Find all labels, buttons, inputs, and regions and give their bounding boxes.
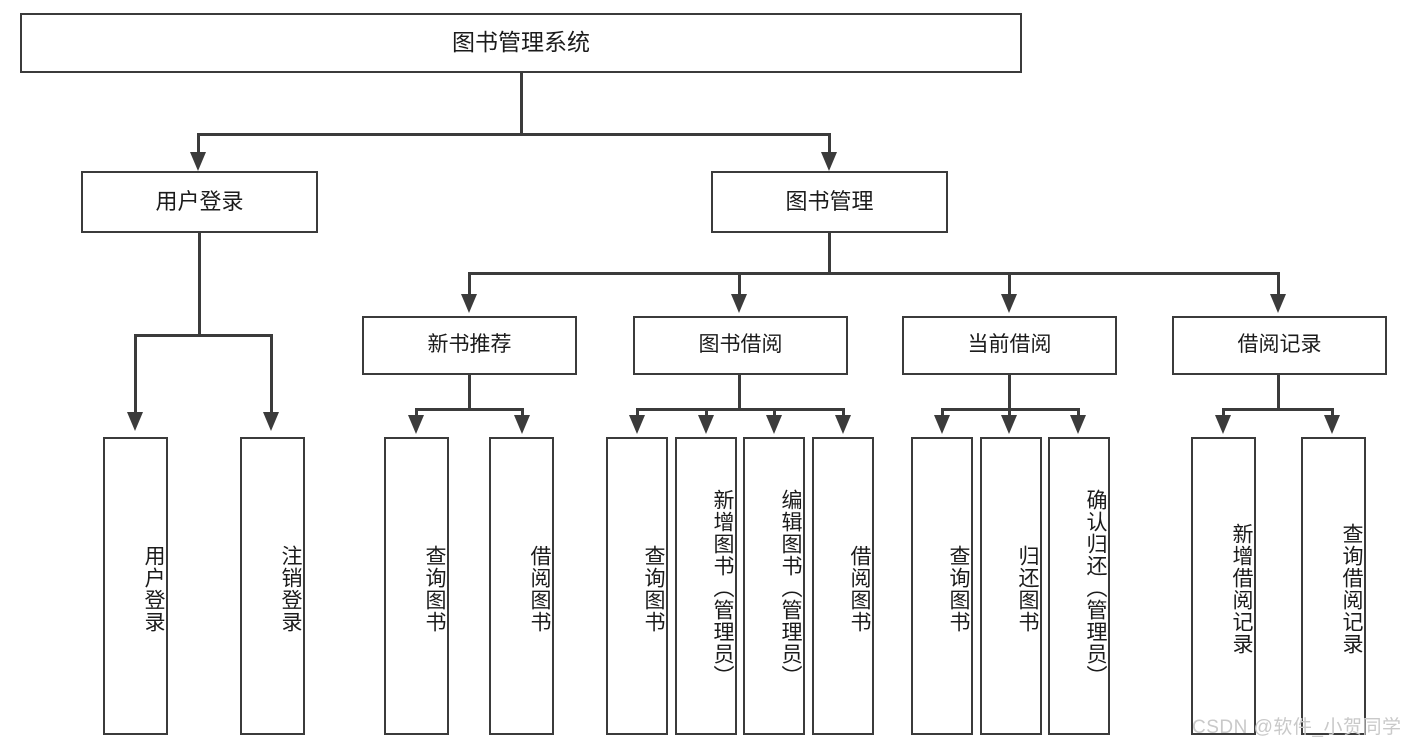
node-label: 图书管理 [785,188,874,214]
edge-book-borrow-bus [636,408,845,411]
arrow-root-to-book-manage [821,152,837,171]
node-user-login[interactable]: 用户登录 [81,171,318,233]
edge-to-leaf-add-record [1222,408,1225,418]
edge-to-leaf-confirm-return [1077,408,1080,418]
arrow-to-borrow-record [1270,294,1286,313]
arrow-root-to-user-login [190,152,206,171]
edge-to-leaf-user-logout [270,334,273,414]
node-label: 新增图书（管理员） [711,489,734,687]
arrow-to-leaf-query-book-2 [629,415,645,434]
arrow-to-leaf-query-record [1324,415,1340,434]
arrow-to-leaf-query-book-3 [934,415,950,434]
node-label: 编辑图书（管理员） [779,489,802,687]
node-current-borrow[interactable]: 当前借阅 [902,316,1117,375]
leaf-user-logout[interactable]: 注销登录 [240,437,305,735]
leaf-add-book[interactable]: 新增图书（管理员） [675,437,737,735]
edge-to-book-borrow [738,272,741,296]
edge-to-current-borrow [1008,272,1011,296]
edge-book-manage-bus [468,272,1280,275]
node-label: 新增借阅记录 [1230,523,1253,655]
edge-book-manage-stem [828,233,831,274]
edge-new-book-recommend-stem [468,375,471,410]
node-label: 新书推荐 [427,333,512,357]
leaf-query-book-recommend[interactable]: 查询图书 [384,437,449,735]
node-label: 图书借阅 [698,333,783,357]
edge-to-leaf-query-book-1 [415,408,418,418]
edge-borrow-record-bus [1222,408,1334,411]
node-label: 查询图书 [423,545,446,633]
node-book-manage[interactable]: 图书管理 [711,171,948,233]
leaf-edit-book[interactable]: 编辑图书（管理员） [743,437,805,735]
edge-user-login-bus [134,334,273,337]
node-label: 当前借阅 [967,333,1052,357]
leaf-query-book-current[interactable]: 查询图书 [911,437,973,735]
arrow-to-leaf-borrow-book-2 [835,415,851,434]
leaf-borrow-book[interactable]: 借阅图书 [812,437,874,735]
leaf-query-book-borrow[interactable]: 查询图书 [606,437,668,735]
arrow-to-leaf-query-book-1 [408,415,424,434]
node-label: 用户登录 [155,188,244,214]
edge-current-borrow-stem [1008,375,1011,410]
edge-root-to-user-login [197,133,200,157]
edge-root-bus [197,133,831,136]
node-label: 借阅图书 [528,545,551,633]
node-label: 确认归还（管理员） [1084,489,1107,687]
arrow-to-leaf-borrow-book-1 [514,415,530,434]
arrow-to-book-borrow [731,294,747,313]
csdn-watermark: CSDN @软件_小贺同学 [1192,717,1402,738]
edge-to-leaf-edit-book [773,408,776,418]
node-label: 借阅记录 [1237,333,1322,357]
leaf-confirm-return[interactable]: 确认归还（管理员） [1048,437,1110,735]
edge-to-leaf-add-book [705,408,708,418]
arrow-to-leaf-add-book [698,415,714,434]
node-label: 查询图书 [947,545,970,633]
edge-to-leaf-borrow-book-1 [521,408,524,418]
arrow-to-leaf-user-login [127,412,143,431]
edge-to-new-book-recommend [468,272,471,296]
edge-root-stem [520,73,523,133]
edge-book-borrow-stem [738,375,741,410]
node-label: 用户登录 [142,545,165,633]
node-new-book-recommend[interactable]: 新书推荐 [362,316,577,375]
edge-to-leaf-query-book-3 [941,408,944,418]
node-label: 图书管理系统 [452,29,590,56]
node-label: 归还图书 [1016,545,1039,633]
edge-to-leaf-query-record [1331,408,1334,418]
arrow-to-leaf-confirm-return [1070,415,1086,434]
edge-to-borrow-record [1277,272,1280,296]
leaf-user-login[interactable]: 用户登录 [103,437,168,735]
arrow-to-current-borrow [1001,294,1017,313]
arrow-to-leaf-return-book [1001,415,1017,434]
node-label: 查询借阅记录 [1340,523,1363,655]
edge-to-leaf-return-book [1008,408,1011,418]
edge-to-leaf-borrow-book-2 [842,408,845,418]
arrow-to-leaf-user-logout [263,412,279,431]
leaf-query-borrow-record[interactable]: 查询借阅记录 [1301,437,1366,735]
node-root-system[interactable]: 图书管理系统 [20,13,1022,73]
node-label: 查询图书 [642,545,665,633]
edge-borrow-record-stem [1277,375,1280,410]
leaf-return-book[interactable]: 归还图书 [980,437,1042,735]
edge-root-to-book-manage [828,133,831,157]
node-borrow-record[interactable]: 借阅记录 [1172,316,1387,375]
node-book-borrow[interactable]: 图书借阅 [633,316,848,375]
edge-to-leaf-user-login [134,334,137,414]
arrow-to-leaf-edit-book [766,415,782,434]
edge-user-login-stem [198,233,201,334]
node-label: 借阅图书 [848,545,871,633]
edge-new-book-recommend-bus [415,408,524,411]
node-label: 注销登录 [279,545,302,633]
leaf-borrow-book-recommend[interactable]: 借阅图书 [489,437,554,735]
arrow-to-new-book-recommend [461,294,477,313]
edge-to-leaf-query-book-2 [636,408,639,418]
leaf-add-borrow-record[interactable]: 新增借阅记录 [1191,437,1256,735]
arrow-to-leaf-add-record [1215,415,1231,434]
